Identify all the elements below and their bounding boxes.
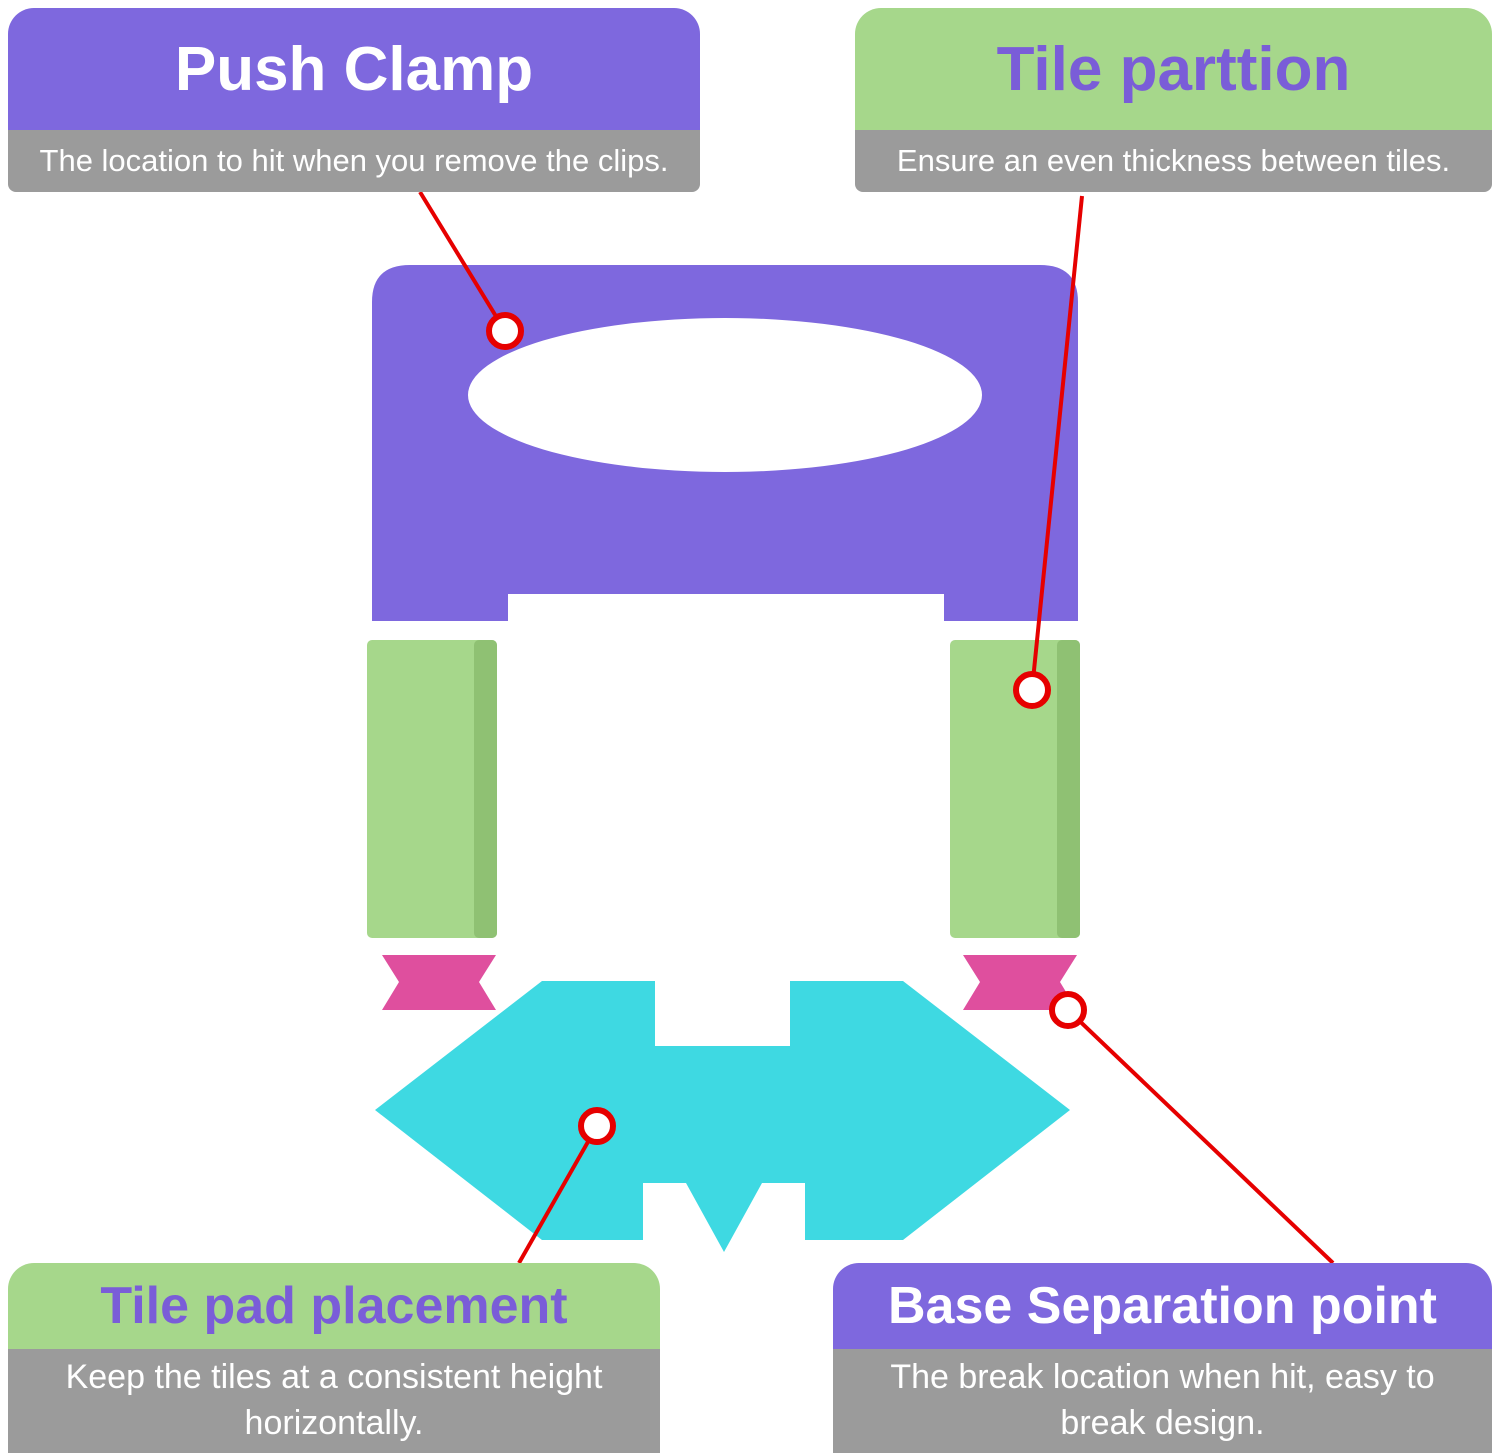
annotation-point-tile-pad xyxy=(578,1107,616,1145)
annotation-line-base-separation xyxy=(1066,1008,1335,1265)
callout-push-clamp-title: Push Clamp xyxy=(8,8,700,130)
annotation-point-tile-partition xyxy=(1013,671,1051,709)
callout-base-separation-title: Base Separation point xyxy=(833,1263,1492,1349)
push-clamp-plate xyxy=(372,265,1078,621)
tile-partition-leg-left-shade xyxy=(474,640,497,938)
callout-base-separation: Base Separation point The break location… xyxy=(833,1263,1492,1453)
tile-partition-leg-left xyxy=(367,640,497,938)
callout-tile-pad-title: Tile pad placement xyxy=(8,1263,660,1349)
callout-push-clamp: Push Clamp The location to hit when you … xyxy=(8,8,700,192)
tile-pad-right xyxy=(963,955,1077,1010)
callout-tile-partition-desc: Ensure an even thickness between tiles. xyxy=(855,130,1492,192)
arrow-base-shape xyxy=(375,981,1070,1252)
annotation-line-tile-partition xyxy=(1030,195,1084,691)
callout-tile-pad-desc: Keep the tiles at a consistent height ho… xyxy=(8,1349,660,1453)
callout-push-clamp-desc: The location to hit when you remove the … xyxy=(8,130,700,192)
annotation-line-tile-pad xyxy=(517,1125,599,1264)
callout-tile-partition-title: Tile parttion xyxy=(855,8,1492,130)
tile-partition-leg-right-shade xyxy=(1057,640,1080,938)
callout-tile-pad: Tile pad placement Keep the tiles at a c… xyxy=(8,1263,660,1453)
annotation-point-push-clamp xyxy=(486,312,524,350)
callout-tile-partition: Tile parttion Ensure an even thickness b… xyxy=(855,8,1492,192)
tile-pad-left xyxy=(382,955,496,1010)
tile-partition-leg-right xyxy=(950,640,1080,938)
annotation-point-base-separation xyxy=(1049,991,1087,1029)
annotation-line-push-clamp xyxy=(418,190,507,333)
callout-base-separation-desc: The break location when hit, easy to bre… xyxy=(833,1349,1492,1453)
